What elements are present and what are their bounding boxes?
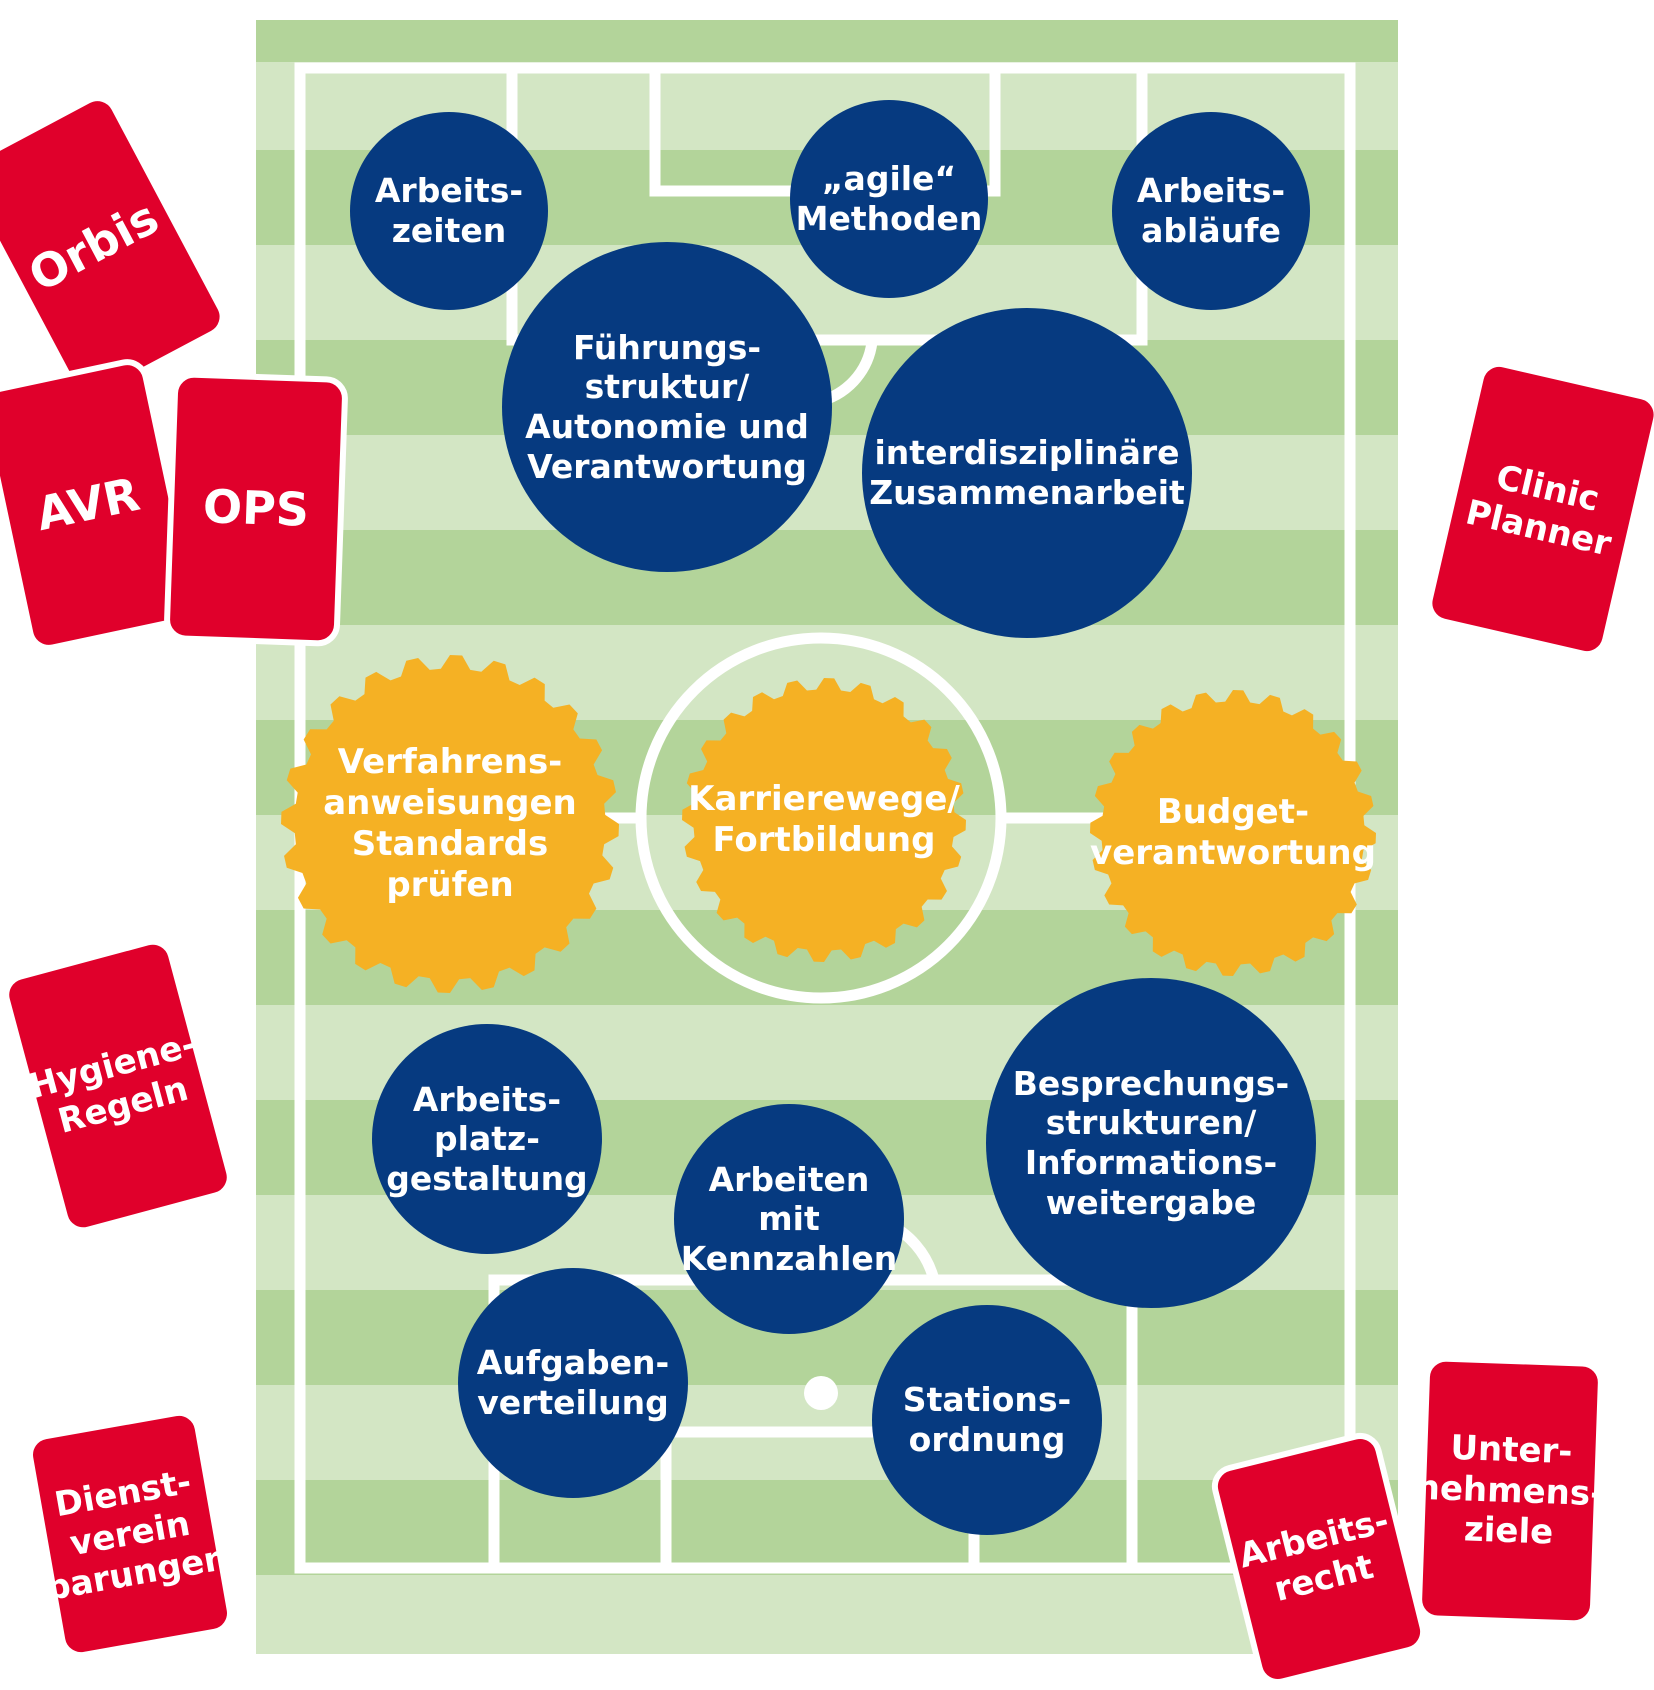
circle-arbeiten-mit-kennzahlen: Arbeiten mit Kennzahlen (674, 1104, 904, 1334)
gear-shape (281, 655, 619, 993)
circle-stationsordnung: Stations- ordnung (872, 1305, 1102, 1535)
gear-teeth (281, 655, 619, 993)
gear-label: Budget- verantwortung (1090, 792, 1376, 873)
gear-label: Karrierewege/ Fortbildung (688, 779, 960, 860)
circle-interdisziplinaere-zusammenarbeit: interdisziplinäre Zusammenarbeit (862, 308, 1192, 638)
diagram-stage: Arbeits- zeiten „agile“ Methoden Arbeits… (0, 20, 1654, 1690)
circle-arbeitszeiten: Arbeits- zeiten (350, 112, 548, 310)
gear-shape (682, 678, 966, 962)
circle-besprechungsstrukturen: Besprechungs- strukturen/ Informations- … (986, 978, 1316, 1308)
circle-agile-methoden: „agile“ Methoden (790, 100, 988, 298)
gear-teeth (682, 678, 966, 962)
circle-fuehrungsstruktur: Führungs- struktur/ Autonomie und Verant… (502, 242, 832, 572)
card-ops: OPS (163, 371, 349, 647)
circle-arbeitsablaeufe: Arbeits- abläufe (1112, 112, 1310, 310)
gear-teeth (1090, 690, 1376, 976)
gear-label: Verfahrens- anweisungen Standards prüfen (323, 742, 577, 905)
gear-verfahrensanweisungen: Verfahrens- anweisungen Standards prüfen (281, 655, 619, 993)
gear-budgetverantwortung: Budget- verantwortung (1090, 690, 1376, 976)
gear-shape (1090, 690, 1376, 976)
circle-arbeitsplatzgestaltung: Arbeits- platz- gestaltung (372, 1024, 602, 1254)
gear-karrierewege: Karrierewege/ Fortbildung (682, 678, 966, 962)
circle-aufgabenverteilung: Aufgaben- verteilung (458, 1268, 688, 1498)
card-unternehmensziele: Unter- nehmens- ziele (1415, 1354, 1605, 1628)
